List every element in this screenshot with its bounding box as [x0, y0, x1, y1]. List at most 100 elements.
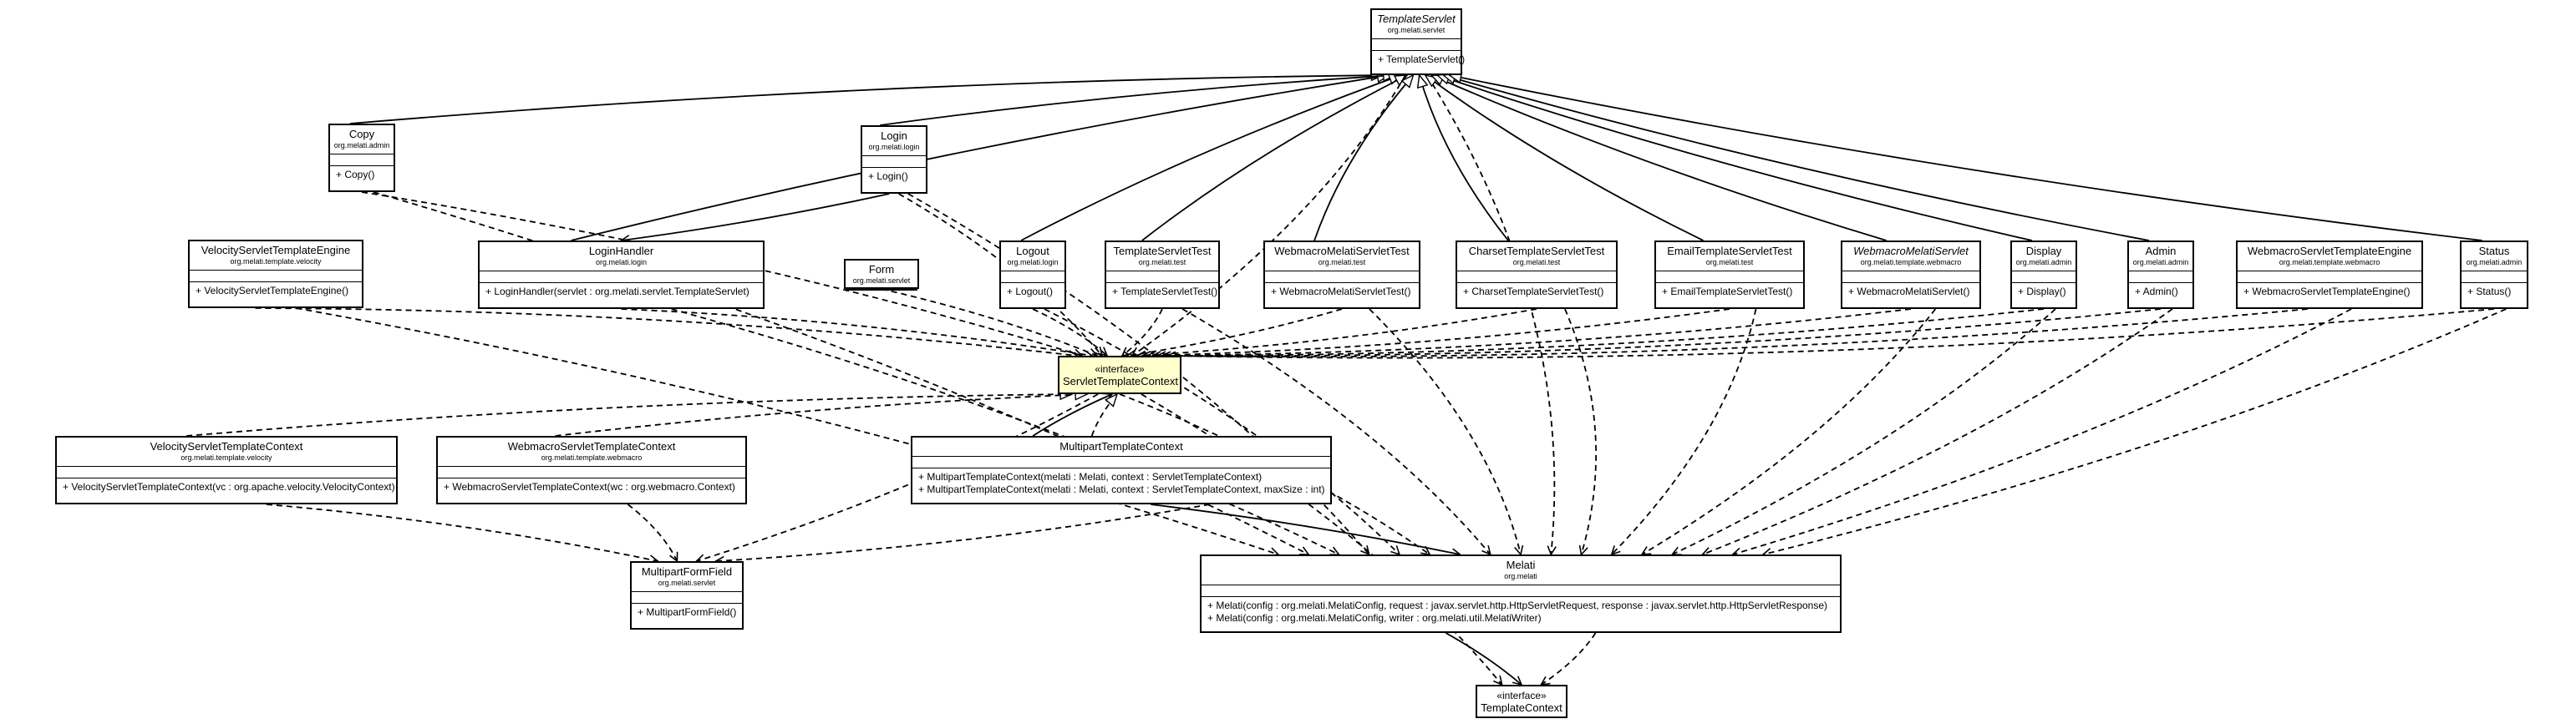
operations-compartment: + WebmacroServletTemplateContext(wc : or…	[438, 478, 745, 496]
class-multiparttemplatecontext[interactable]: MultipartTemplateContext + MultipartTempl…	[911, 436, 1332, 504]
operation: + WebmacroServletTemplateContext(wc : or…	[444, 481, 735, 493]
operation: + TemplateServlet()	[1378, 53, 1466, 65]
dependency-edge-webmacromelatiservlet-to-servlettemplatecontext	[1147, 308, 1912, 356]
class-name: Melati	[1506, 559, 1536, 571]
class-package: org.melati.login	[595, 258, 648, 266]
operations-compartment: + Display()	[2012, 283, 2076, 301]
class-name: TemplateServletTest	[1113, 245, 1212, 257]
attributes-compartment	[190, 271, 362, 282]
attributes-compartment	[912, 457, 1330, 468]
operation: + Copy()	[336, 169, 375, 180]
operation: + CharsetTemplateServletTest()	[1463, 286, 1604, 297]
class-package: org.melati.template.webmacro	[2279, 258, 2380, 266]
attributes-compartment	[480, 271, 763, 283]
operation: + Logout()	[1007, 286, 1054, 297]
class-package: org.melati.template.velocity	[180, 453, 272, 462]
generalization-edge-copy-to-templateservlet	[349, 75, 1383, 124]
dependency-edge-templateservlet-to-servlettemplatecontext	[1132, 74, 1406, 356]
operations-compartment: + Copy()	[330, 166, 394, 184]
operation: + LoginHandler(servlet : org.melati.serv…	[485, 286, 749, 297]
generalization-edge-status-to-templateservlet	[1450, 75, 2482, 241]
generalization-edge-webmacromelatiservlet-to-templateservlet	[1431, 74, 1887, 241]
class-servlettemplatecontext[interactable]: «interface»ServletTemplateContext	[1058, 356, 1181, 394]
attributes-compartment	[2129, 271, 2192, 283]
operation: + EmailTemplateServletTest()	[1662, 286, 1793, 297]
operations-compartment: + WebmacroMelatiServlet()	[1842, 283, 1979, 301]
association-edge-login-to-loginhandler	[622, 193, 890, 240]
dependency-edge-status-to-melati	[1763, 308, 2507, 554]
operation: + VelocityServletTemplateEngine()	[196, 285, 349, 296]
generalization-edge-admin-to-templateservlet	[1443, 75, 2150, 241]
attributes-compartment	[57, 467, 396, 478]
class-package: org.melati.admin	[333, 141, 390, 149]
attributes-compartment	[1842, 271, 1979, 283]
class-package: org.melati.login	[1007, 258, 1059, 266]
class-package: org.melati.servlet	[658, 579, 716, 587]
class-stereotype: «interface»	[1496, 689, 1547, 701]
class-package: org.melati.template.velocity	[230, 257, 322, 266]
class-package: org.melati.login	[868, 143, 920, 151]
attributes-compartment	[2462, 271, 2527, 283]
class-name: EmailTemplateServletTest	[1667, 245, 1792, 257]
association-edge-melati-to-templatecontext	[1445, 632, 1522, 685]
operation: + MultipartTemplateContext(melati : Mela…	[918, 484, 1325, 495]
class-package: org.melati.servlet	[1387, 26, 1446, 34]
class-package: org.melati.admin	[2015, 258, 2072, 266]
operations-compartment: + Logout()	[1001, 283, 1064, 301]
class-templatecontext[interactable]: «interface»TemplateContext	[1476, 685, 1567, 718]
attributes-compartment	[1656, 271, 1803, 283]
class-name: TemplateContext	[1481, 701, 1562, 714]
class-name: CharsetTemplateServletTest	[1468, 245, 1605, 257]
generalization-edge-display-to-templateservlet	[1437, 75, 2033, 241]
class-name: VelocityServletTemplateEngine	[201, 244, 351, 256]
operations-compartment: + VelocityServletTemplateEngine()	[190, 282, 362, 300]
generalization-edge-charsettemplateservlettest-to-templateservlet	[1420, 75, 1509, 241]
operations-compartment: + LoginHandler(servlet : org.melati.serv…	[480, 283, 763, 301]
class-name: VelocityServletTemplateContext	[150, 440, 303, 453]
operations-compartment: + MultipartTemplateContext(melati : Mela…	[912, 468, 1330, 499]
generalization-edge-logout-to-templateservlet	[1020, 75, 1401, 241]
generalization-edge-loginhandler-to-templateservlet	[571, 75, 1389, 241]
dependency-edge-login-to-servlettemplatecontext	[898, 193, 1102, 356]
association-edge-multiparttemplatecontext-to-servlettemplatecontext	[1032, 394, 1112, 437]
dependency-edge-webmacroservlettemplateengine-to-servlettemplatecontext	[1162, 308, 2308, 357]
class-header: MultipartTemplateContext	[912, 438, 1330, 457]
dependency-edge-status-to-servlettemplatecontext	[1167, 308, 2495, 358]
operations-compartment: + Melati(config : org.melati.MelatiConfi…	[1202, 597, 1840, 627]
dependency-edge-loginhandler-to-servlettemplatecontext	[621, 308, 1093, 356]
operations-compartment: + Login()	[862, 168, 926, 185]
class-name: MultipartFormField	[641, 565, 733, 578]
attributes-compartment	[1106, 271, 1218, 283]
dependency-edge-servlettemplatecontext-to-templatecontext	[1141, 393, 1502, 685]
class-name: Display	[2025, 245, 2062, 257]
attributes-compartment	[438, 467, 745, 478]
operations-compartment: + WebmacroMelatiServletTest()	[1265, 283, 1419, 301]
dependency-edge-charsettemplateservlettest-to-melati	[1564, 308, 1597, 554]
class-header: «interface»TemplateContext	[1477, 687, 1566, 716]
